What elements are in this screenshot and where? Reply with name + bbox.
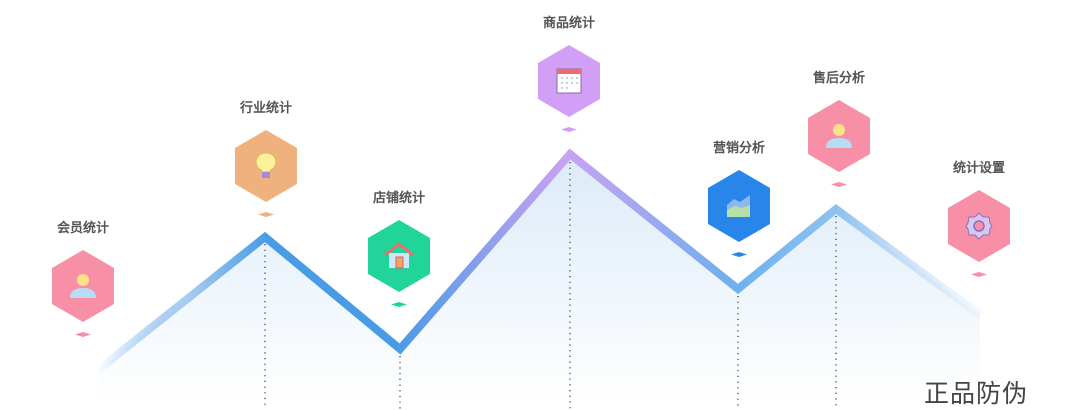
- nav-node-stats-settings[interactable]: 统计设置: [929, 160, 1029, 277]
- nav-node-store-stats[interactable]: 店铺统计: [349, 190, 449, 307]
- mountain-line: [95, 148, 983, 374]
- mountain-fill: [98, 154, 980, 409]
- node-label: 商品统计: [542, 16, 595, 31]
- house-icon: [384, 242, 414, 269]
- user-icon: [826, 124, 852, 148]
- diamond-marker: [731, 252, 747, 257]
- diamond-marker: [258, 212, 274, 217]
- brand-text: 正品防伪: [924, 379, 1029, 408]
- area-chart-icon: [727, 195, 750, 217]
- calendar-icon: [556, 68, 582, 94]
- diamond-marker: [561, 127, 577, 132]
- hex-button[interactable]: [538, 45, 600, 117]
- diamond-marker: [831, 182, 847, 187]
- node-label: 售后分析: [812, 71, 865, 86]
- hex-button[interactable]: [708, 170, 770, 242]
- gear-icon: [965, 212, 993, 240]
- node-label: 会员统计: [56, 221, 109, 236]
- nav-node-marketing-analysis[interactable]: 营销分析: [689, 140, 789, 257]
- node-label: 行业统计: [239, 101, 292, 116]
- nav-node-industry-stats[interactable]: 行业统计: [216, 100, 316, 217]
- hex-button[interactable]: [52, 250, 114, 322]
- node-label: 统计设置: [952, 161, 1005, 176]
- node-label: 营销分析: [712, 141, 765, 156]
- node-label: 店铺统计: [372, 191, 425, 206]
- nav-node-after-sales-analysis[interactable]: 售后分析: [789, 70, 889, 187]
- hex-button[interactable]: [808, 100, 870, 172]
- nav-node-product-stats[interactable]: 商品统计: [519, 15, 619, 132]
- hex-button[interactable]: [948, 190, 1010, 262]
- diamond-marker: [971, 272, 987, 277]
- hex-button[interactable]: [235, 130, 297, 202]
- user-icon: [70, 274, 96, 298]
- diamond-marker: [75, 332, 91, 337]
- hex-button[interactable]: [368, 220, 430, 292]
- nav-node-member-stats[interactable]: 会员统计: [33, 220, 133, 337]
- lightbulb-icon: [255, 152, 277, 178]
- diamond-marker: [391, 302, 407, 307]
